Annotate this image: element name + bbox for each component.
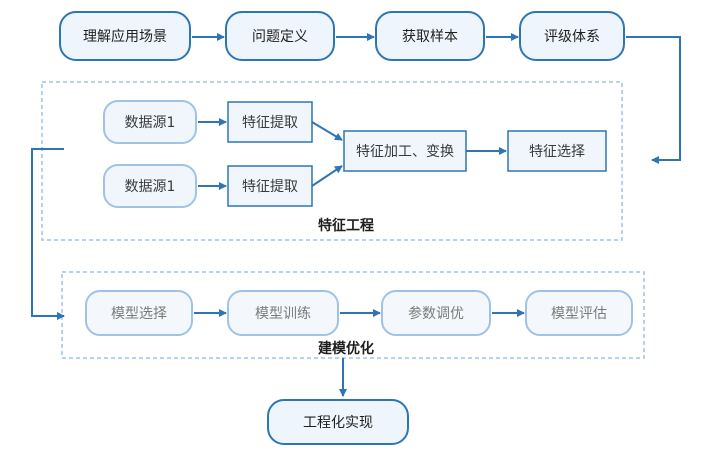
- data-source-1: 数据源1: [103, 100, 197, 144]
- model-step-label: 参数调优: [408, 305, 464, 322]
- engineering-implementation: 工程化实现: [267, 399, 409, 445]
- step-understand-scenario: 理解应用场景: [59, 11, 191, 61]
- feature-selection-label: 特征选择: [529, 144, 585, 160]
- parameter-tuning: 参数调优: [381, 290, 491, 336]
- arrow-feature-to-modeling: [31, 148, 65, 320]
- data-source-2: 数据源1: [103, 164, 197, 208]
- arrow-extract2-transform: [311, 165, 343, 187]
- feature-extraction-2: 特征提取: [227, 165, 313, 207]
- feature-extraction-1: 特征提取: [227, 101, 313, 143]
- step-rating-system: 评级体系: [519, 11, 625, 61]
- data-source-label: 数据源1: [125, 115, 176, 131]
- implementation-label: 工程化实现: [303, 415, 373, 431]
- data-source-label: 数据源1: [125, 179, 176, 195]
- model-step-label: 模型选择: [111, 306, 167, 322]
- feature-selection: 特征选择: [507, 130, 607, 172]
- feature-transform: 特征加工、变换: [343, 130, 467, 172]
- feature-extraction-label: 特征提取: [242, 115, 298, 131]
- model-step-label: 模型评估: [551, 306, 607, 322]
- model-selection: 模型选择: [85, 290, 193, 336]
- step-label: 问题定义: [252, 29, 308, 45]
- step-label: 理解应用场景: [83, 28, 167, 45]
- model-step-label: 模型训练: [255, 306, 311, 322]
- feature-engineering-group: [41, 81, 623, 241]
- step-problem-definition: 问题定义: [225, 11, 335, 61]
- step-get-samples: 获取样本: [375, 11, 485, 61]
- model-training: 模型训练: [227, 290, 339, 336]
- feature-extraction-label: 特征提取: [242, 179, 298, 195]
- step-label: 获取样本: [402, 29, 458, 45]
- step-label: 评级体系: [544, 29, 600, 45]
- modeling-title: 建模优化: [318, 340, 374, 357]
- model-evaluation: 模型评估: [525, 290, 633, 336]
- connectors: [31, 33, 681, 397]
- modeling-group: [61, 271, 645, 359]
- arrow-step4-to-feature: [626, 36, 681, 164]
- feature-transform-label: 特征加工、变换: [356, 143, 454, 160]
- arrow-extract1-transform: [311, 121, 343, 141]
- feature-engineering-title: 特征工程: [318, 217, 374, 234]
